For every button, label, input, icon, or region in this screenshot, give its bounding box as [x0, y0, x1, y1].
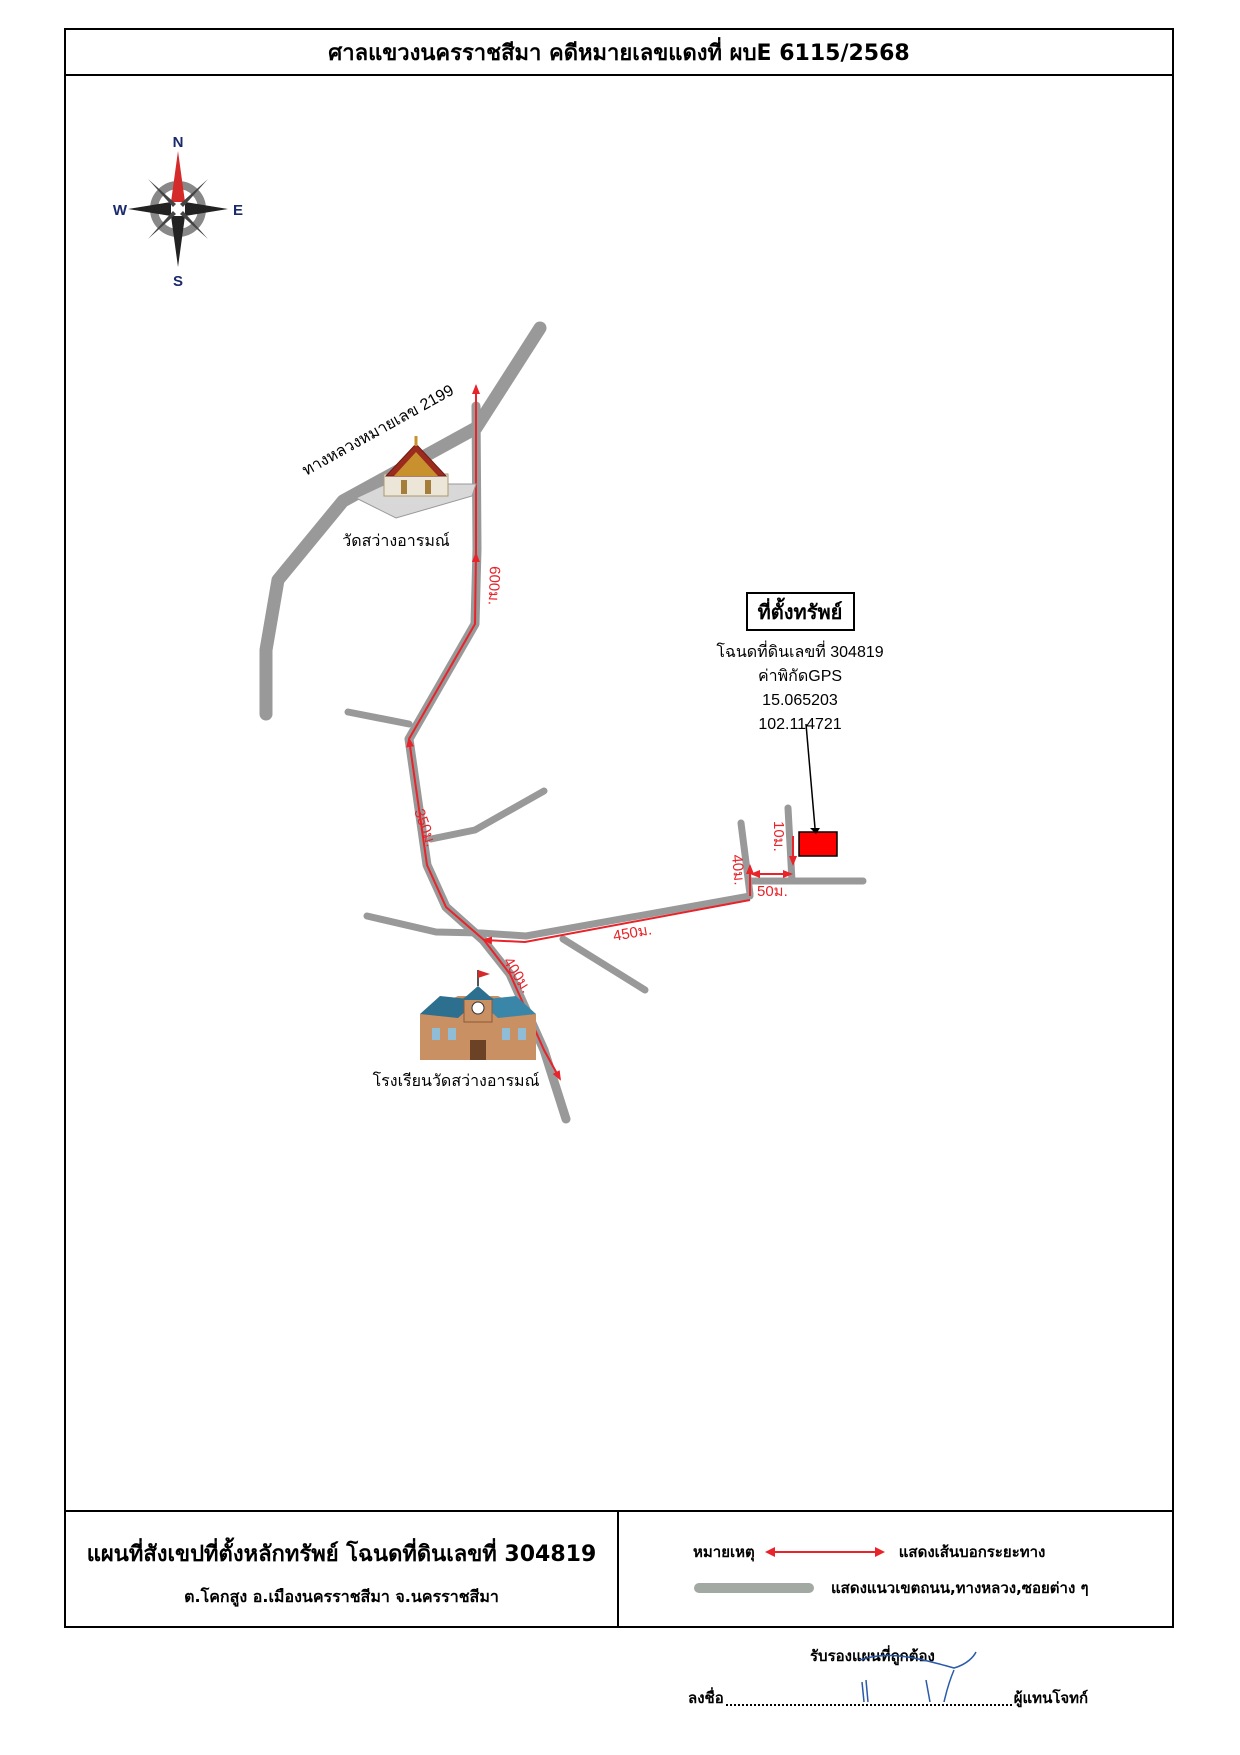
route-lines [406, 384, 797, 1081]
distance-600m: 600ม. [485, 566, 503, 606]
compass-e-label: E [233, 202, 243, 219]
sign-role: ผู้แทนโจทก์ [1013, 1689, 1089, 1707]
route-450m [482, 899, 751, 945]
footer: แผนที่สังเขปที่ตั้งหลักทรัพย์ โฉนดที่ดิน… [66, 1510, 1172, 1626]
compass-w-label: W [113, 202, 128, 219]
distance-50m: 50ม. [757, 883, 788, 900]
route-350m [406, 737, 485, 941]
footer-location: ต.โคกสูง อ.เมืองนครราชสีมา จ.นครราชสีมา [184, 1587, 499, 1606]
school-icon [420, 970, 536, 1060]
distance-10m: 10ม. [770, 821, 787, 852]
side-road-1 [344, 708, 413, 728]
legend-route-arrow-icon [764, 1547, 885, 1557]
map-canvas: N S E W [113, 134, 884, 1124]
gps-longitude: 102.114721 [758, 716, 841, 733]
property-pointer-line [805, 723, 816, 829]
legend-route-row: หมายเหตุ แสดงเส้นบอกระยะทาง [693, 1540, 1045, 1564]
signature-scribble [859, 1651, 977, 1703]
map-area: N S E W [66, 76, 1172, 1512]
property-access-road [784, 804, 796, 885]
property-marker [798, 831, 838, 857]
legend-road-text: แสดงแนวเขตถนน,ทางหลวง,ซอยต่าง ๆ [831, 1579, 1089, 1597]
distance-400m: 400ม. [500, 954, 535, 996]
gps-latitude: 15.065203 [762, 692, 838, 709]
temple-icon [354, 436, 477, 519]
legend-panel: หมายเหตุ แสดงเส้นบอกระยะทาง แสดงแนวเขตถน… [619, 1512, 1172, 1626]
property-title-box [746, 592, 855, 631]
deed-number: โฉนดที่ดินเลขที่ 304819 [716, 640, 883, 661]
compass-north-needle [171, 151, 185, 202]
distance-350m: 350ม. [410, 807, 439, 850]
footer-left-panel: แผนที่สังเขปที่ตั้งหลักทรัพย์ โฉนดที่ดิน… [66, 1512, 619, 1626]
legend-route-text: แสดงเส้นบอกระยะทาง [898, 1543, 1046, 1561]
side-road-2 [427, 787, 548, 843]
gps-label: ค่าพิกัดGPS [758, 668, 842, 685]
route-600m [408, 552, 480, 740]
legend-road-line-icon [694, 1583, 814, 1593]
distance-450m: 450ม. [612, 921, 653, 945]
connector-road [522, 892, 754, 940]
highway-2199-road [259, 321, 547, 721]
side-road-4 [559, 935, 649, 994]
signature-area: รับรองแผนที่ถูกต้อง ลงชื่อ ผู้แทนโจทก์ [0, 1640, 1240, 1750]
school-label: โรงเรียนวัดสว่างอารมณ์ [373, 1071, 540, 1090]
compass-west-needle [128, 202, 171, 216]
page-title: ศาลแขวงนครราชสีมา คดีหมายเลขแดงที่ ผบE 6… [66, 30, 1172, 76]
compass-south-needle [171, 216, 185, 267]
side-road-3 [363, 912, 530, 940]
legend-road-row: แสดงแนวเขตถนน,ทางหลวง,ซอยต่าง ๆ [693, 1576, 1089, 1600]
compass-s-label: S [173, 273, 183, 290]
compass-n-label: N [173, 134, 184, 151]
certify-text: รับรองแผนที่ถูกต้อง [810, 1647, 935, 1665]
footer-map-title: แผนที่สังเขปที่ตั้งหลักทรัพย์ โฉนดที่ดิน… [86, 1542, 597, 1567]
sign-label: ลงชื่อ [688, 1689, 724, 1707]
map-frame: ศาลแขวงนครราชสีมา คดีหมายเลขแดงที่ ผบE 6… [64, 28, 1174, 1628]
property-pointer-arrowhead [810, 828, 820, 834]
temple-label: วัดสว่างอารมณ์ [342, 531, 450, 550]
legend-label: หมายเหตุ [693, 1543, 755, 1561]
signature-line [725, 1704, 1012, 1706]
property-title: ที่ตั้งทรัพย์ [758, 597, 843, 624]
compass-rose-icon: N S E W [113, 134, 243, 290]
distance-40m: 40ม. [728, 854, 748, 886]
compass-east-needle [185, 202, 228, 216]
sign-line-row: ลงชื่อ ผู้แทนโจทก์ [688, 1686, 1088, 1710]
